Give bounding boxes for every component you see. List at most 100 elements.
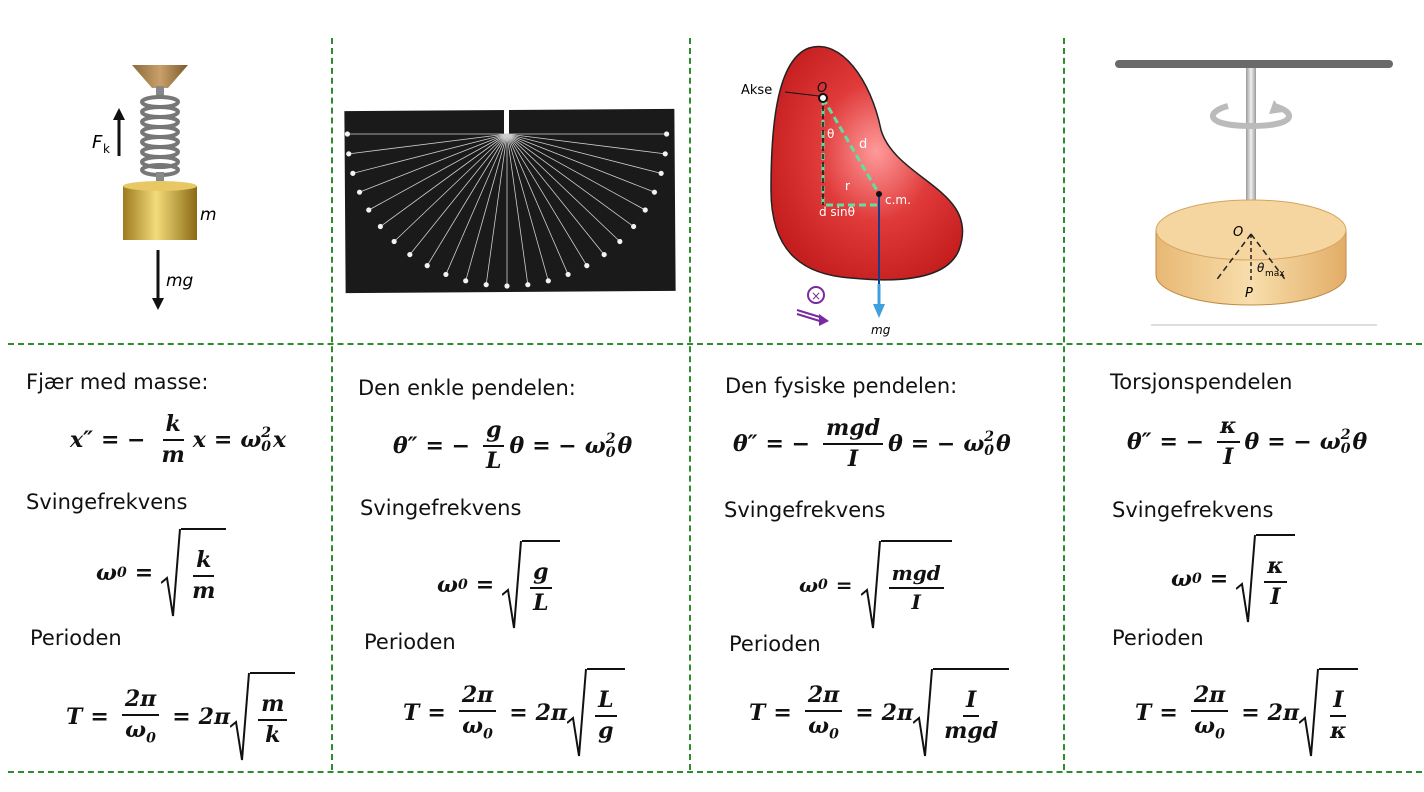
pendulum-string bbox=[506, 133, 655, 193]
physical-pendulum-figure: Akse O θ d r d sinθ c.m. mg × bbox=[741, 45, 964, 337]
spring-mass-figure: F k m mg bbox=[92, 65, 217, 310]
column-physical-pendulum: Akse O θ d r d sinθ c.m. mg × Den fysisk… bbox=[691, 0, 1061, 792]
o-label: O bbox=[817, 81, 827, 96]
pendulum-string bbox=[506, 133, 549, 281]
pendulum-bob bbox=[443, 271, 449, 278]
heading-torsion-pendulum: Torsjonspendelen bbox=[1110, 370, 1293, 394]
pendulum-bob bbox=[642, 207, 648, 213]
weight-label-physical: mg bbox=[871, 323, 891, 337]
pendulum-bob bbox=[664, 131, 670, 137]
pendulum-string bbox=[368, 133, 508, 211]
heading-simple-pendulum: Den enkle pendelen: bbox=[358, 376, 576, 400]
heading-spring: Fjær med masse: bbox=[26, 370, 209, 394]
pendulum-bob bbox=[601, 251, 607, 258]
d-label: d bbox=[859, 137, 867, 152]
pendulum-bob bbox=[525, 282, 531, 288]
cm-label: c.m. bbox=[885, 193, 911, 207]
period-label-torsion-pendulum: Perioden bbox=[1112, 626, 1204, 650]
pendulum-bob bbox=[377, 223, 383, 230]
divider-middle bbox=[8, 343, 1422, 345]
o-label-torsion: O bbox=[1233, 225, 1243, 240]
pendulum-bob bbox=[617, 238, 623, 245]
pendulum-string bbox=[506, 133, 646, 211]
force-label: F bbox=[92, 132, 103, 153]
heading-physical-pendulum: Den fysiske pendelen: bbox=[725, 374, 958, 398]
subheading-spring: Svingefrekvens bbox=[26, 490, 188, 514]
p-label: P bbox=[1245, 286, 1253, 301]
dsin-label: d sinθ bbox=[819, 205, 855, 219]
weight-label: mg bbox=[166, 271, 194, 291]
pendulum-bob bbox=[631, 223, 637, 230]
pendulum-string bbox=[348, 133, 508, 155]
pendulum-string bbox=[445, 133, 508, 275]
pendulum-bob bbox=[545, 278, 551, 284]
pendulum-string bbox=[380, 133, 508, 227]
divider-2 bbox=[689, 38, 691, 770]
pendulum-bob bbox=[504, 283, 510, 289]
pendulum-bob bbox=[391, 238, 397, 245]
pendulum-bob bbox=[662, 151, 668, 157]
pendulum-bob bbox=[366, 207, 372, 213]
pendulum-string bbox=[506, 133, 588, 266]
pendulum-bob bbox=[565, 271, 571, 278]
theta-max-label: θ bbox=[1257, 261, 1265, 275]
period-label-simple-pendulum: Perioden bbox=[364, 630, 456, 654]
pendulum-string bbox=[465, 133, 508, 281]
pendulum-string bbox=[506, 133, 634, 227]
simple-pendulum-photo bbox=[344, 108, 676, 294]
pendulum-string bbox=[485, 133, 508, 285]
pendulum-bob bbox=[463, 278, 469, 284]
subheading-physical-pendulum: Svingefrekvens bbox=[724, 498, 886, 522]
pendulum-bob bbox=[356, 189, 363, 195]
pendulum-bob bbox=[344, 131, 350, 137]
pendulum-bob bbox=[350, 170, 356, 176]
torsion-pendulum-figure: O θ max P bbox=[1115, 60, 1393, 326]
subheading-simple-pendulum: Svingefrekvens bbox=[360, 496, 522, 520]
pendulum-string bbox=[506, 133, 529, 285]
axis-label: Akse bbox=[741, 83, 772, 98]
divider-bottom bbox=[8, 771, 1422, 773]
theta-label: θ bbox=[827, 127, 834, 141]
theta-max-sub: max bbox=[1265, 269, 1285, 279]
pendulum-bob bbox=[651, 189, 658, 195]
mass-label: m bbox=[200, 205, 217, 225]
subheading-torsion-pendulum: Svingefrekvens bbox=[1112, 498, 1274, 522]
pendulum-bob bbox=[346, 151, 352, 157]
force-sub: k bbox=[103, 142, 110, 156]
svg-text:×: × bbox=[811, 289, 821, 303]
pendulum-bob bbox=[483, 282, 489, 288]
r-label: r bbox=[845, 179, 850, 193]
divider-3 bbox=[1063, 38, 1065, 770]
period-label-physical-pendulum: Perioden bbox=[729, 632, 821, 656]
pendulum-bob bbox=[658, 170, 664, 176]
pendulum-string bbox=[409, 133, 508, 255]
rotation-icon bbox=[807, 286, 825, 304]
pendulum-string bbox=[506, 133, 666, 155]
pendulum-string bbox=[359, 133, 508, 193]
pendulum-string bbox=[506, 133, 605, 255]
pendulum-bob bbox=[407, 251, 413, 258]
pendulum-string bbox=[393, 133, 508, 242]
pendulum-string bbox=[426, 133, 508, 266]
period-label-spring: Perioden bbox=[30, 626, 122, 650]
divider-1 bbox=[331, 38, 333, 770]
pendulum-string bbox=[506, 133, 662, 174]
pendulum-string bbox=[506, 133, 621, 242]
pendulum-bob bbox=[424, 263, 430, 269]
pendulum-string bbox=[506, 133, 569, 275]
